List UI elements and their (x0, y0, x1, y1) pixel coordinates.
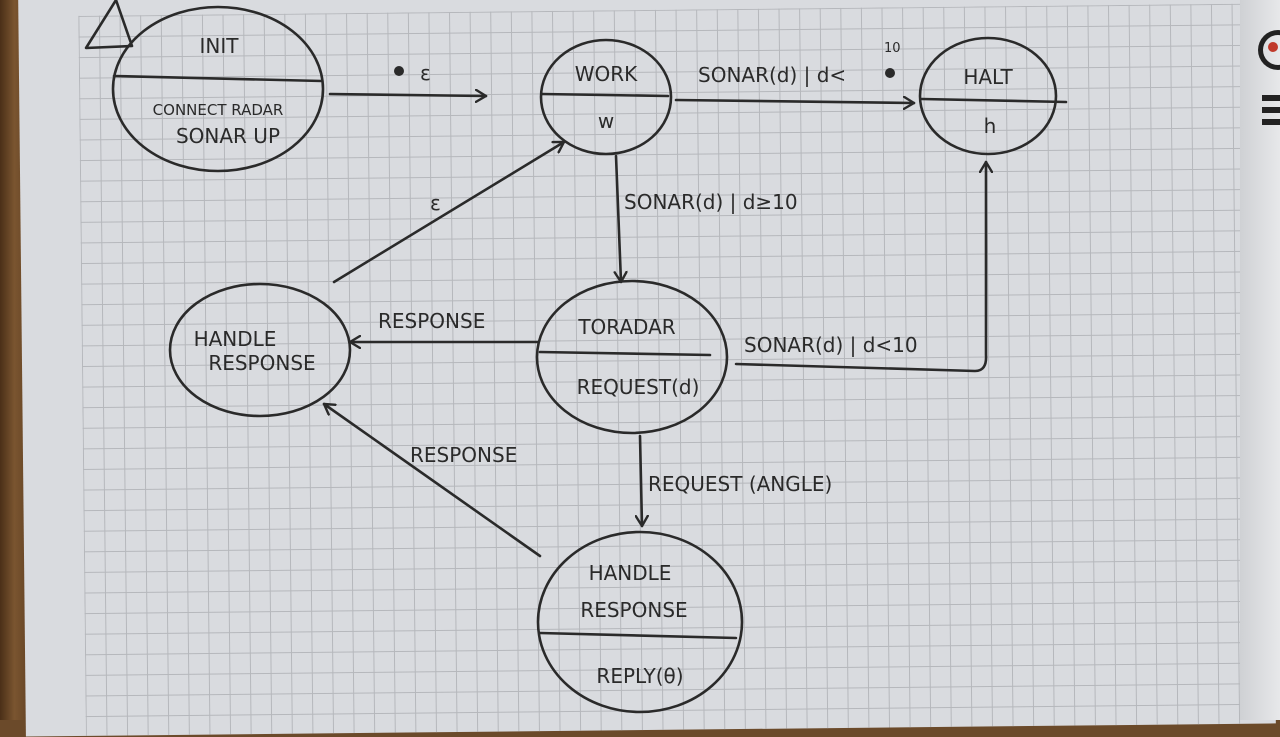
state-halt-action: h (984, 114, 997, 138)
arrow-work-to-halt (674, 100, 916, 103)
state-halt: HALT h (918, 36, 1068, 156)
ink-blot-icon (394, 66, 404, 76)
state-init-action-2: SONAR UP (176, 124, 280, 148)
state-handle-bottom-line2: RESPONSE (580, 598, 687, 622)
logo-dot-icon (1268, 42, 1278, 52)
state-work-action: w (598, 109, 614, 133)
arrow-toradar-to-halt (734, 160, 986, 373)
state-handle-bottom-action: REPLY(θ) (596, 664, 683, 688)
label-handle-left-to-work: ε (430, 191, 441, 215)
state-toradar-action: REQUEST(d) (577, 375, 700, 399)
initial-state-marker (84, 0, 134, 50)
label-init-to-work: ε (420, 61, 431, 85)
notebook-bars-icon (1262, 95, 1280, 131)
arrow-handle-left-to-work (332, 140, 566, 284)
state-handle-bottom-line1: HANDLE (589, 561, 672, 585)
state-handle-left-line2: RESPONSE (208, 351, 315, 375)
arrow-toradar-to-handle-bottom (640, 434, 642, 528)
state-handle-response-left: HANDLE RESPONSE (168, 282, 352, 418)
label-handle-bottom-to-handle-left: RESPONSE (410, 443, 517, 467)
label-toradar-to-handle-left: RESPONSE (378, 309, 485, 333)
arrow-init-to-work (328, 94, 488, 96)
state-toradar-name: TORADAR (577, 315, 675, 339)
label-work-to-halt-superscript: 10 (884, 41, 901, 56)
state-handle-left-line1: HANDLE (194, 327, 277, 351)
state-init: INIT CONNECT RADAR SONAR UP (111, 5, 325, 173)
state-diagram: INIT CONNECT RADAR SONAR UP WORK w HALT … (84, 0, 1068, 714)
label-toradar-to-halt: SONAR(d) | d<10 (744, 333, 918, 357)
ink-blot-icon-2 (885, 68, 895, 78)
state-work-name: WORK (575, 62, 638, 86)
state-handle-response-bottom: HANDLE RESPONSE REPLY(θ) (536, 530, 744, 714)
label-work-to-toradar: SONAR(d) | d≥10 (624, 190, 798, 214)
label-toradar-to-handle-bottom: REQUEST (ANGLE) (648, 472, 832, 496)
notebook-logo-icon (1258, 30, 1280, 70)
arrow-handle-bottom-to-handle-left (322, 402, 542, 558)
state-toradar: TORADAR REQUEST(d) (535, 279, 729, 435)
state-init-action-1: CONNECT RADAR (153, 101, 284, 119)
arrow-work-to-toradar (616, 154, 621, 284)
state-init-name: INIT (200, 34, 240, 58)
state-work: WORK w (539, 38, 673, 156)
label-work-to-halt: SONAR(d) | d< (698, 63, 846, 87)
state-halt-name: HALT (963, 65, 1013, 89)
